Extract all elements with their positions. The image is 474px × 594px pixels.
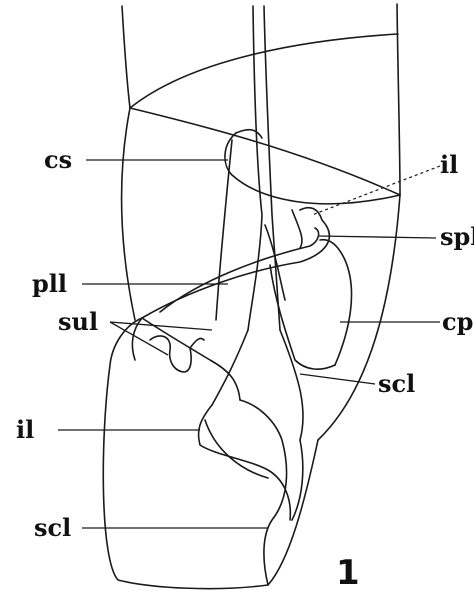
leader-spl: [318, 236, 436, 238]
label-il-left: il: [16, 415, 34, 444]
label-spl: spl: [440, 222, 474, 251]
leader-scl-mid: [300, 374, 375, 384]
labels: cs il spl pll cp sul scl il scl 1: [16, 145, 474, 593]
label-scl-bottom: scl: [34, 513, 71, 542]
label-il-top: il: [440, 150, 458, 179]
outline: [103, 4, 400, 589]
label-pll: pll: [32, 269, 67, 298]
label-cs: cs: [44, 145, 72, 174]
leader-sul-a: [110, 322, 212, 330]
figure-number: 1: [336, 553, 360, 593]
central-tubes: [212, 6, 303, 440]
inner-structures: [199, 140, 352, 585]
label-sul: sul: [58, 307, 98, 336]
leader-il-top: [312, 166, 440, 215]
label-cp: cp: [442, 307, 473, 336]
label-scl-mid: scl: [378, 369, 415, 398]
sul-loops: [132, 318, 240, 400]
diagonal-bands: [130, 108, 400, 318]
